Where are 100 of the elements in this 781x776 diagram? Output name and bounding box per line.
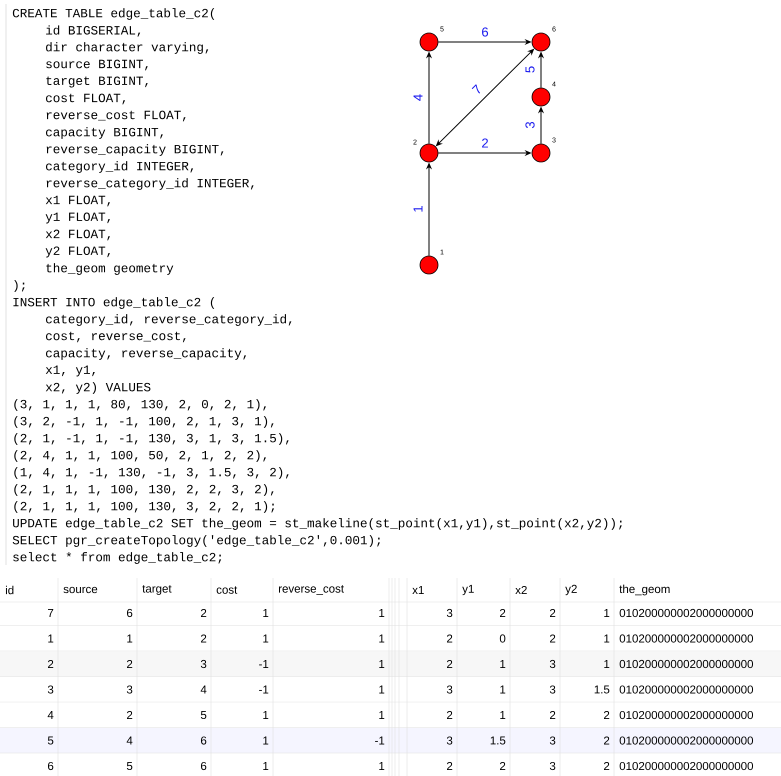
cell-value: 1 [604, 660, 610, 668]
cell-value: 1 [263, 711, 268, 719]
code-line: x1 FLOAT, [46, 196, 110, 206]
cell-value: 3 [446, 608, 452, 618]
cell-value: 2 [126, 660, 132, 668]
cell-value: 1 [379, 660, 384, 668]
cell-value: 2 [604, 762, 610, 770]
code-line: INSERT INTO edge_table_c2 ( [13, 297, 214, 309]
cell-value: 2 [447, 660, 452, 668]
code-line: the_geom geometry [46, 263, 174, 275]
code-line: source BIGINT, [46, 60, 148, 70]
cell-value: 3 [200, 660, 206, 668]
cell-value: 5 [126, 762, 132, 770]
edge-label: 6 [482, 27, 488, 37]
cell-value: 1 [379, 686, 384, 694]
code-line: x2 FLOAT, [46, 230, 110, 240]
column-header: y2 [565, 584, 577, 596]
cell-value: 2 [447, 762, 452, 770]
cell-value: 3 [550, 736, 556, 745]
cell-value: 4 [126, 736, 132, 744]
column-header: the_geom [619, 584, 670, 596]
cell-value: 010200000002000000000 [620, 608, 754, 618]
code-line: reverse_cost FLOAT, [46, 110, 186, 122]
cell-value: 1.5 [490, 736, 506, 745]
cell-value: 5 [200, 711, 206, 720]
cell-value: 2 [447, 634, 452, 643]
cell-value: 010200000002000000000 [620, 762, 754, 770]
cell-value: 7 [48, 609, 54, 617]
cell-value: 2 [550, 711, 556, 720]
edge-label: 1 [414, 206, 422, 212]
cell-value: 1 [263, 736, 268, 744]
cell-value: 1 [263, 762, 268, 770]
code-line: (2, 1, 1, 1, 100, 130, 3, 2, 2, 1); [14, 501, 274, 513]
column-header: cost [216, 586, 238, 594]
cell-value: 1 [500, 711, 506, 719]
edge-label: 3 [525, 122, 535, 128]
code-line: CREATE TABLE edge_table_c2( [12, 8, 214, 20]
code-line: reverse_category_id INTEGER, [46, 178, 254, 190]
cell-value: 0 [500, 634, 506, 643]
code-line: capacity, reverse_capacity, [46, 348, 246, 360]
code-line: category_id INTEGER, [46, 161, 194, 173]
cell-value: 3 [550, 660, 556, 668]
cell-value: 4 [200, 686, 206, 694]
cell-value: 1 [263, 609, 268, 617]
cell-value: 1 [604, 634, 610, 642]
code-line: dir character varying, [46, 42, 208, 54]
cell-value: -1 [259, 686, 268, 694]
cell-value: -1 [375, 736, 384, 744]
cell-value: 1 [48, 634, 54, 642]
cell-value: 1 [263, 634, 268, 642]
cell-value: 2 [201, 609, 206, 618]
code-line: reverse_capacity BIGINT, [46, 144, 224, 156]
edge-label: 4 [414, 94, 422, 101]
cell-value: 010200000002000000000 [620, 685, 754, 694]
column-header: target [142, 585, 172, 595]
cell-value: 2 [550, 609, 556, 618]
code-line: ); [14, 280, 25, 292]
code-line: (3, 2, -1, 1, -1, 100, 2, 1, 3, 1), [14, 416, 274, 428]
edge-label: 7 [472, 84, 480, 94]
cell-value: 1 [604, 609, 610, 617]
cell-value: 2 [500, 762, 506, 770]
cell-value: 2 [604, 736, 610, 745]
cell-value: 2 [48, 660, 54, 668]
cell-value: 2 [604, 711, 610, 720]
cell-value: 6 [201, 762, 206, 770]
code-line: cost, reverse_cost, [46, 332, 186, 342]
code-line: y2 FLOAT, [46, 246, 110, 258]
cell-value: 010200000002000000000 [620, 660, 754, 668]
code-line: category_id, reverse_category_id, [46, 314, 292, 326]
cell-value: 1 [379, 711, 384, 719]
column-header: x2 [515, 586, 527, 594]
cell-value: 1.5 [594, 686, 610, 694]
cell-value: 1 [500, 660, 506, 668]
code-line: x2, y2) VALUES [46, 382, 150, 394]
cell-value: 1 [379, 609, 384, 617]
cell-value: 2 [126, 711, 132, 720]
cell-value: 1 [127, 634, 132, 642]
column-header: y1 [462, 584, 474, 596]
cell-value: 2 [447, 711, 452, 720]
cell-value: 010200000002000000000 [620, 736, 754, 745]
vertex-circle [532, 144, 550, 162]
cell-value: -1 [259, 660, 268, 668]
cell-value: 3 [446, 736, 452, 745]
cell-value: 6 [201, 736, 206, 745]
code-line: (2, 1, -1, 1, -1, 130, 3, 1, 3, 1.5), [14, 433, 289, 445]
cell-value: 3 [550, 762, 556, 770]
code-line: (2, 4, 1, 1, 100, 50, 2, 1, 2, 2), [14, 450, 266, 462]
cell-value: 3 [48, 685, 54, 694]
column-header: source [64, 586, 98, 594]
cell-value: 3 [446, 685, 452, 694]
cell-value: 5 [48, 736, 54, 745]
code-line: (3, 1, 1, 1, 80, 130, 2, 0, 2, 1), [14, 399, 266, 411]
code-line: (1, 4, 1, -1, 130, -1, 3, 1.5, 3, 2), [14, 467, 289, 479]
cell-value: 6 [48, 762, 54, 770]
code-line: id BIGSERIAL, [46, 25, 140, 37]
cell-value: 2 [550, 634, 556, 643]
vertex-circle [420, 32, 438, 52]
cell-value: 010200000002000000000 [620, 710, 754, 720]
cell-value: 1 [379, 634, 384, 642]
cell-value: 6 [126, 608, 132, 618]
